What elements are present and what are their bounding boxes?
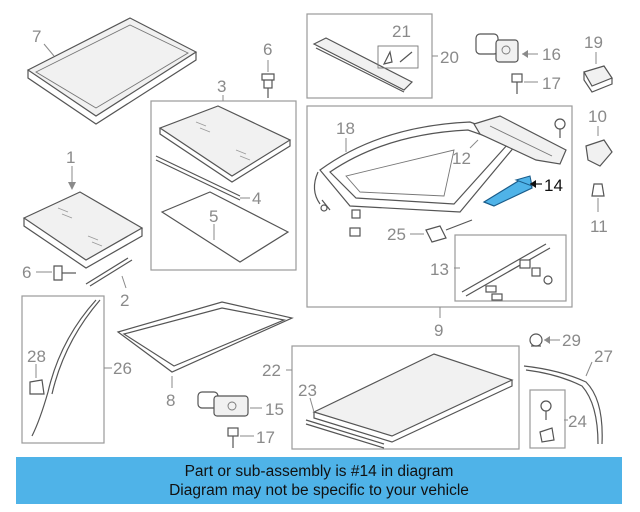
callout-7[interactable]: 7: [32, 27, 41, 46]
group-box-20: [306, 13, 433, 99]
part-18-drain-hose-frame[interactable]: [313, 121, 522, 237]
callout-27[interactable]: 27: [594, 347, 613, 366]
part-6-bolt-top[interactable]: [261, 73, 275, 98]
callout-16[interactable]: 16: [542, 45, 561, 64]
callout-24[interactable]: 24: [568, 412, 587, 431]
callout-26[interactable]: 26: [113, 359, 132, 378]
callout-20[interactable]: 20: [440, 48, 459, 67]
callout-19[interactable]: 19: [584, 33, 603, 52]
part-25-cable[interactable]: [425, 219, 473, 243]
callout-22[interactable]: 22: [262, 361, 281, 380]
part-28-clip[interactable]: [29, 379, 45, 395]
part-2-strip[interactable]: [85, 257, 133, 287]
part-17-screw-bottom[interactable]: [227, 427, 239, 448]
callout-9[interactable]: 9: [434, 321, 443, 340]
part-3-glass[interactable]: [158, 105, 292, 183]
part-6-bolt-left[interactable]: [53, 265, 76, 281]
part-27-drain-hose[interactable]: [523, 365, 603, 445]
callout-17-bottom[interactable]: 17: [256, 428, 275, 447]
part-29-clip[interactable]: [529, 333, 543, 347]
part-15-motor[interactable]: [197, 391, 249, 417]
part-14-highlighted[interactable]: [482, 175, 533, 207]
part-4-weatherstrip[interactable]: [155, 155, 241, 201]
callout-17-top[interactable]: 17: [542, 74, 561, 93]
callout-23[interactable]: 23: [298, 381, 317, 400]
part-1-glass-assembly[interactable]: [22, 191, 144, 269]
callout-18[interactable]: 18: [336, 119, 355, 138]
callout-21[interactable]: 21: [392, 22, 411, 41]
callout-6-left[interactable]: 6: [22, 263, 31, 282]
callout-11[interactable]: 11: [590, 217, 608, 236]
callout-12[interactable]: 12: [452, 149, 471, 168]
callout-14[interactable]: 14: [544, 176, 563, 195]
group-box-24: [529, 389, 566, 449]
info-banner: Part or sub-assembly is #14 in diagram D…: [16, 457, 622, 504]
part-26-drain-hose[interactable]: [31, 299, 101, 437]
part-21-box: [377, 45, 419, 69]
callout-28[interactable]: 28: [27, 347, 46, 366]
callout-29[interactable]: 29: [562, 331, 581, 350]
part-17-screw-top[interactable]: [511, 73, 523, 94]
part-10-bracket[interactable]: [585, 139, 613, 167]
part-12-guide-rail[interactable]: [473, 115, 567, 165]
part-21-clips[interactable]: [382, 50, 413, 65]
callout-8[interactable]: 8: [166, 391, 175, 410]
part-8-seal[interactable]: [116, 301, 294, 373]
callout-2[interactable]: 2: [120, 291, 129, 310]
callout-15[interactable]: 15: [265, 400, 284, 419]
part-19-bracket[interactable]: [583, 65, 613, 93]
group-box-26: [21, 295, 105, 444]
part-11-fastener[interactable]: [591, 183, 605, 197]
part-24-fasteners[interactable]: [539, 400, 555, 443]
callout-10[interactable]: 10: [588, 107, 607, 126]
callout-5[interactable]: 5: [209, 207, 218, 226]
group-box-22: [291, 345, 520, 450]
group-box-13: [454, 234, 567, 302]
part-16-motor[interactable]: [475, 33, 519, 63]
part-screw-frame: [554, 118, 566, 138]
callout-3[interactable]: 3: [217, 77, 226, 96]
part-22-sunshade[interactable]: [312, 353, 514, 443]
part-20-deflector[interactable]: [312, 37, 414, 93]
callout-1[interactable]: 1: [66, 148, 75, 167]
banner-line-2: Diagram may not be specific to your vehi…: [169, 481, 469, 499]
callout-13[interactable]: 13: [430, 260, 449, 279]
part-23-strip[interactable]: [305, 419, 385, 449]
callout-6-top[interactable]: 6: [263, 40, 272, 59]
part-7-glass-panel[interactable]: [26, 17, 198, 125]
callout-25[interactable]: 25: [387, 225, 406, 244]
part-5-seal[interactable]: [160, 191, 290, 263]
part-13-mechanism[interactable]: [461, 243, 553, 301]
callout-4[interactable]: 4: [252, 189, 261, 208]
banner-line-1: Part or sub-assembly is #14 in diagram: [184, 462, 454, 480]
